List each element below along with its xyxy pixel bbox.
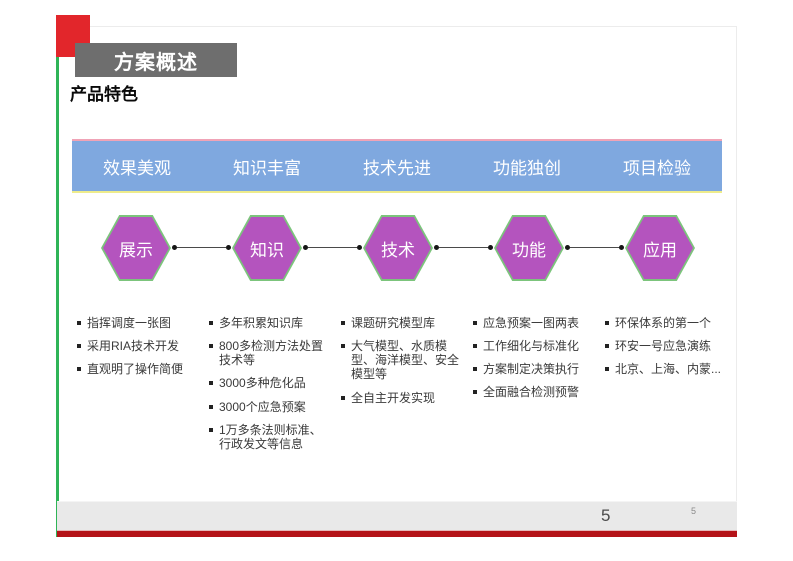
list-item: 直观明了操作简便 bbox=[77, 362, 199, 376]
list-item: 800多检测方法处置技术等 bbox=[209, 339, 331, 367]
bullet-text: 环保体系的第一个 bbox=[615, 316, 712, 330]
bullet-text: 直观明了操作简便 bbox=[87, 362, 184, 377]
list-item: 全面融合检测预警 bbox=[473, 385, 595, 399]
bullet-square-icon bbox=[473, 390, 477, 395]
bullet-text: 1万多条法则标准、行政发文等信息 bbox=[219, 422, 322, 451]
bullet-text: 应急预案一图两表 bbox=[483, 316, 580, 330]
bullet-column-1: 指挥调度一张图采用RIA技术开发直观明了操作简便 bbox=[77, 316, 199, 385]
title-box: 方案概述 bbox=[75, 43, 237, 77]
bullet-square-icon bbox=[605, 344, 609, 349]
list-item: 应急预案一图两表 bbox=[473, 316, 595, 330]
bullet-square-icon bbox=[473, 344, 477, 349]
list-item: 采用RIA技术开发 bbox=[77, 339, 199, 353]
bullet-text: 采用RIA技术开发 bbox=[87, 339, 180, 354]
list-item: 环安一号应急演练 bbox=[605, 339, 727, 353]
list-item: 课题研究模型库 bbox=[341, 316, 463, 330]
bullet-text: 北京、上海、内蒙... bbox=[615, 362, 722, 377]
bullet-square-icon bbox=[473, 367, 477, 372]
bullet-square-icon bbox=[209, 321, 213, 325]
list-item: 环保体系的第一个 bbox=[605, 316, 727, 330]
list-item: 3000多种危化品 bbox=[209, 376, 331, 390]
bullet-square-icon bbox=[209, 381, 213, 386]
bullet-column-4: 应急预案一图两表工作细化与标准化方案制定决策执行全面融合检测预警 bbox=[473, 316, 595, 409]
footer-strip: 5 5 bbox=[57, 501, 737, 530]
bullet-square-icon bbox=[209, 404, 213, 409]
list-item: 多年积累知识库 bbox=[209, 316, 331, 330]
bullet-square-icon bbox=[341, 321, 345, 325]
bullet-text: 800多检测方法处置技术等 bbox=[219, 339, 324, 368]
bullet-text: 课题研究模型库 bbox=[351, 316, 436, 330]
bullet-text: 大气模型、水质模型、海洋模型、安全模型等 bbox=[351, 339, 460, 382]
header-label-4: 功能独创 bbox=[493, 158, 561, 178]
bullet-square-icon bbox=[209, 427, 213, 432]
list-item: 指挥调度一张图 bbox=[77, 316, 199, 330]
bullet-square-icon bbox=[77, 321, 81, 325]
bullet-square-icon bbox=[605, 321, 609, 325]
bullet-text: 方案制定决策执行 bbox=[483, 362, 580, 377]
bullet-text: 3000个应急预案 bbox=[219, 399, 306, 414]
list-item: 3000个应急预案 bbox=[209, 400, 331, 414]
bullet-square-icon bbox=[605, 367, 609, 372]
slide-frame bbox=[56, 26, 737, 537]
bullet-column-3: 课题研究模型库大气模型、水质模型、海洋模型、安全模型等全自主开发实现 bbox=[341, 316, 463, 414]
bullet-text: 多年积累知识库 bbox=[219, 316, 304, 330]
header-label-2: 知识丰富 bbox=[233, 158, 301, 178]
bullet-square-icon bbox=[341, 344, 345, 349]
list-item: 大气模型、水质模型、海洋模型、安全模型等 bbox=[341, 339, 463, 381]
bullet-square-icon bbox=[77, 344, 81, 349]
bullet-square-icon bbox=[473, 321, 477, 325]
header-bar: 效果美观 知识丰富 技术先进 功能独创 项目检验 bbox=[72, 139, 722, 193]
list-item: 北京、上海、内蒙... bbox=[605, 362, 727, 376]
header-label-3: 技术先进 bbox=[363, 158, 431, 178]
bullet-column-2: 多年积累知识库 800多检测方法处置技术等 3000多种危化品 3000个应急预案 1万… bbox=[209, 316, 331, 460]
bullet-text: 全面融合检测预警 bbox=[483, 385, 580, 400]
slide-subtitle: 产品特色 bbox=[70, 85, 138, 104]
bullet-square-icon bbox=[341, 395, 345, 400]
header-label-1: 效果美观 bbox=[103, 158, 171, 178]
list-item: 1万多条法则标准、行政发文等信息 bbox=[209, 423, 331, 451]
bullet-square-icon bbox=[209, 344, 213, 349]
list-item: 方案制定决策执行 bbox=[473, 362, 595, 376]
slide-title: 方案概述 bbox=[114, 51, 198, 74]
left-accent-line bbox=[56, 57, 59, 537]
page-number: 5 bbox=[601, 506, 611, 525]
bullet-text: 3000多种危化品 bbox=[219, 376, 306, 391]
bullet-square-icon bbox=[77, 367, 81, 372]
bottom-red-bar bbox=[57, 530, 737, 537]
bullet-text: 指挥调度一张图 bbox=[87, 316, 172, 330]
bullet-column-5: 环保体系的第一个环安一号应急演练北京、上海、内蒙... bbox=[605, 316, 727, 385]
bullet-text: 工作细化与标准化 bbox=[483, 339, 580, 354]
list-item: 工作细化与标准化 bbox=[473, 339, 595, 353]
page-number-small: 5 bbox=[691, 506, 697, 516]
bullet-text: 全自主开发实现 bbox=[351, 390, 436, 405]
list-item: 全自主开发实现 bbox=[341, 391, 463, 405]
bullet-text: 环安一号应急演练 bbox=[615, 339, 712, 354]
header-label-5: 项目检验 bbox=[623, 158, 691, 178]
